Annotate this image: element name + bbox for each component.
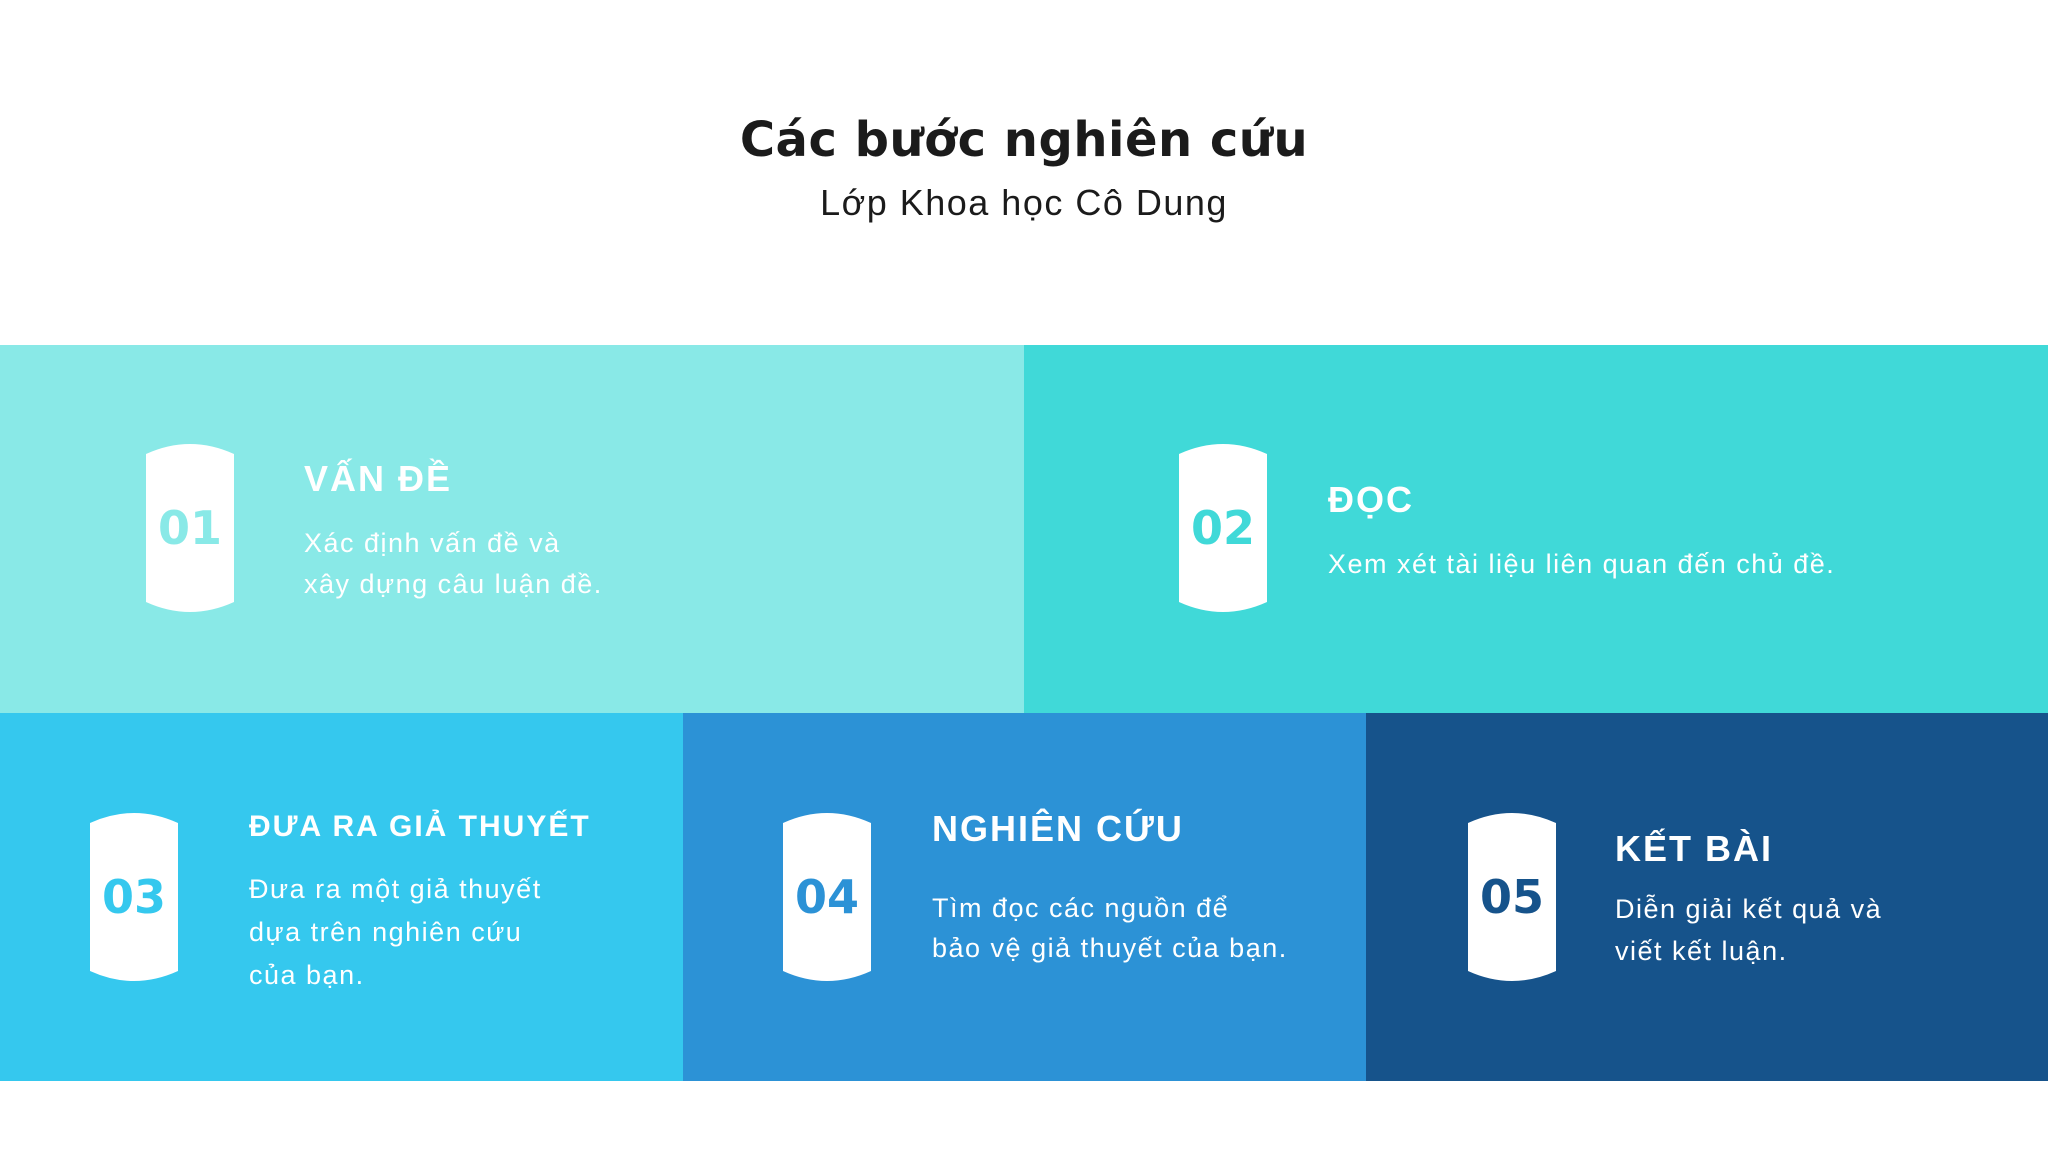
step-badge-5: 05 [1468, 811, 1556, 983]
step-description-line: Đưa ra một giả thuyết [249, 874, 542, 904]
step-description: Xem xét tài liệu liên quan đến chủ đề. [1328, 544, 1835, 585]
step-description-line: Xác định vấn đề và [304, 528, 561, 558]
step-band-2: 02 ĐỌC Xem xét tài liệu liên quan đến ch… [1024, 345, 2048, 713]
step-badge-1: 01 [146, 442, 234, 614]
step-description-line: bảo vệ giả thuyết của bạn. [932, 933, 1288, 963]
step-number: 05 [1479, 870, 1544, 924]
step-title: ĐƯA RA GIẢ THUYẾT [249, 810, 591, 843]
step-badge-3: 03 [90, 811, 178, 983]
step-description-line: Diễn giải kết quả và [1615, 894, 1883, 924]
step-description: Diễn giải kết quả và viết kết luận. [1615, 888, 1882, 972]
step-description: Xác định vấn đề và xây dựng câu luận đề. [304, 523, 603, 605]
step-number: 04 [794, 870, 859, 924]
step-description-line: dựa trên nghiên cứu [249, 917, 523, 947]
step-band-4: 04 NGHIÊN CỨU Tìm đọc các nguồn để bảo v… [683, 713, 1404, 1081]
step-band-1: 01 VẤN ĐỀ Xác định vấn đề và xây dựng câ… [0, 345, 1062, 713]
step-band-3: 03 ĐƯA RA GIẢ THUYẾT Đưa ra một giả thuy… [0, 713, 721, 1081]
step-description-line: Xem xét tài liệu liên quan đến chủ đề. [1328, 549, 1836, 579]
page-subtitle: Lớp Khoa học Cô Dung [820, 182, 1228, 223]
step-badge-2: 02 [1179, 442, 1267, 614]
step-title: VẤN ĐỀ [304, 458, 453, 499]
step-description-line: của bạn. [249, 960, 365, 990]
step-number: 01 [157, 501, 222, 555]
step-title: ĐỌC [1328, 479, 1414, 520]
step-description-line: xây dựng câu luận đề. [304, 569, 603, 599]
badge-shape-icon [783, 813, 871, 981]
badge-shape-icon [1468, 813, 1556, 981]
step-description: Tìm đọc các nguồn để bảo vệ giả thuyết c… [932, 888, 1288, 968]
page-title: Các bước nghiên cứu [739, 112, 1309, 168]
step-description-line: Tìm đọc các nguồn để [932, 893, 1230, 923]
step-badge-4: 04 [783, 811, 871, 983]
step-band-5: 05 KẾT BÀI Diễn giải kết quả và viết kết… [1366, 713, 2048, 1081]
step-title: KẾT BÀI [1615, 828, 1773, 869]
step-title: NGHIÊN CỨU [932, 808, 1184, 849]
badge-shape-icon [90, 813, 178, 981]
step-description-line: viết kết luận. [1615, 936, 1788, 966]
badge-shape-icon [146, 444, 234, 612]
step-number: 02 [1190, 501, 1255, 555]
badge-shape-icon [1179, 444, 1267, 612]
step-number: 03 [101, 870, 166, 924]
step-description: Đưa ra một giả thuyết dựa trên nghiên cứ… [249, 868, 542, 997]
